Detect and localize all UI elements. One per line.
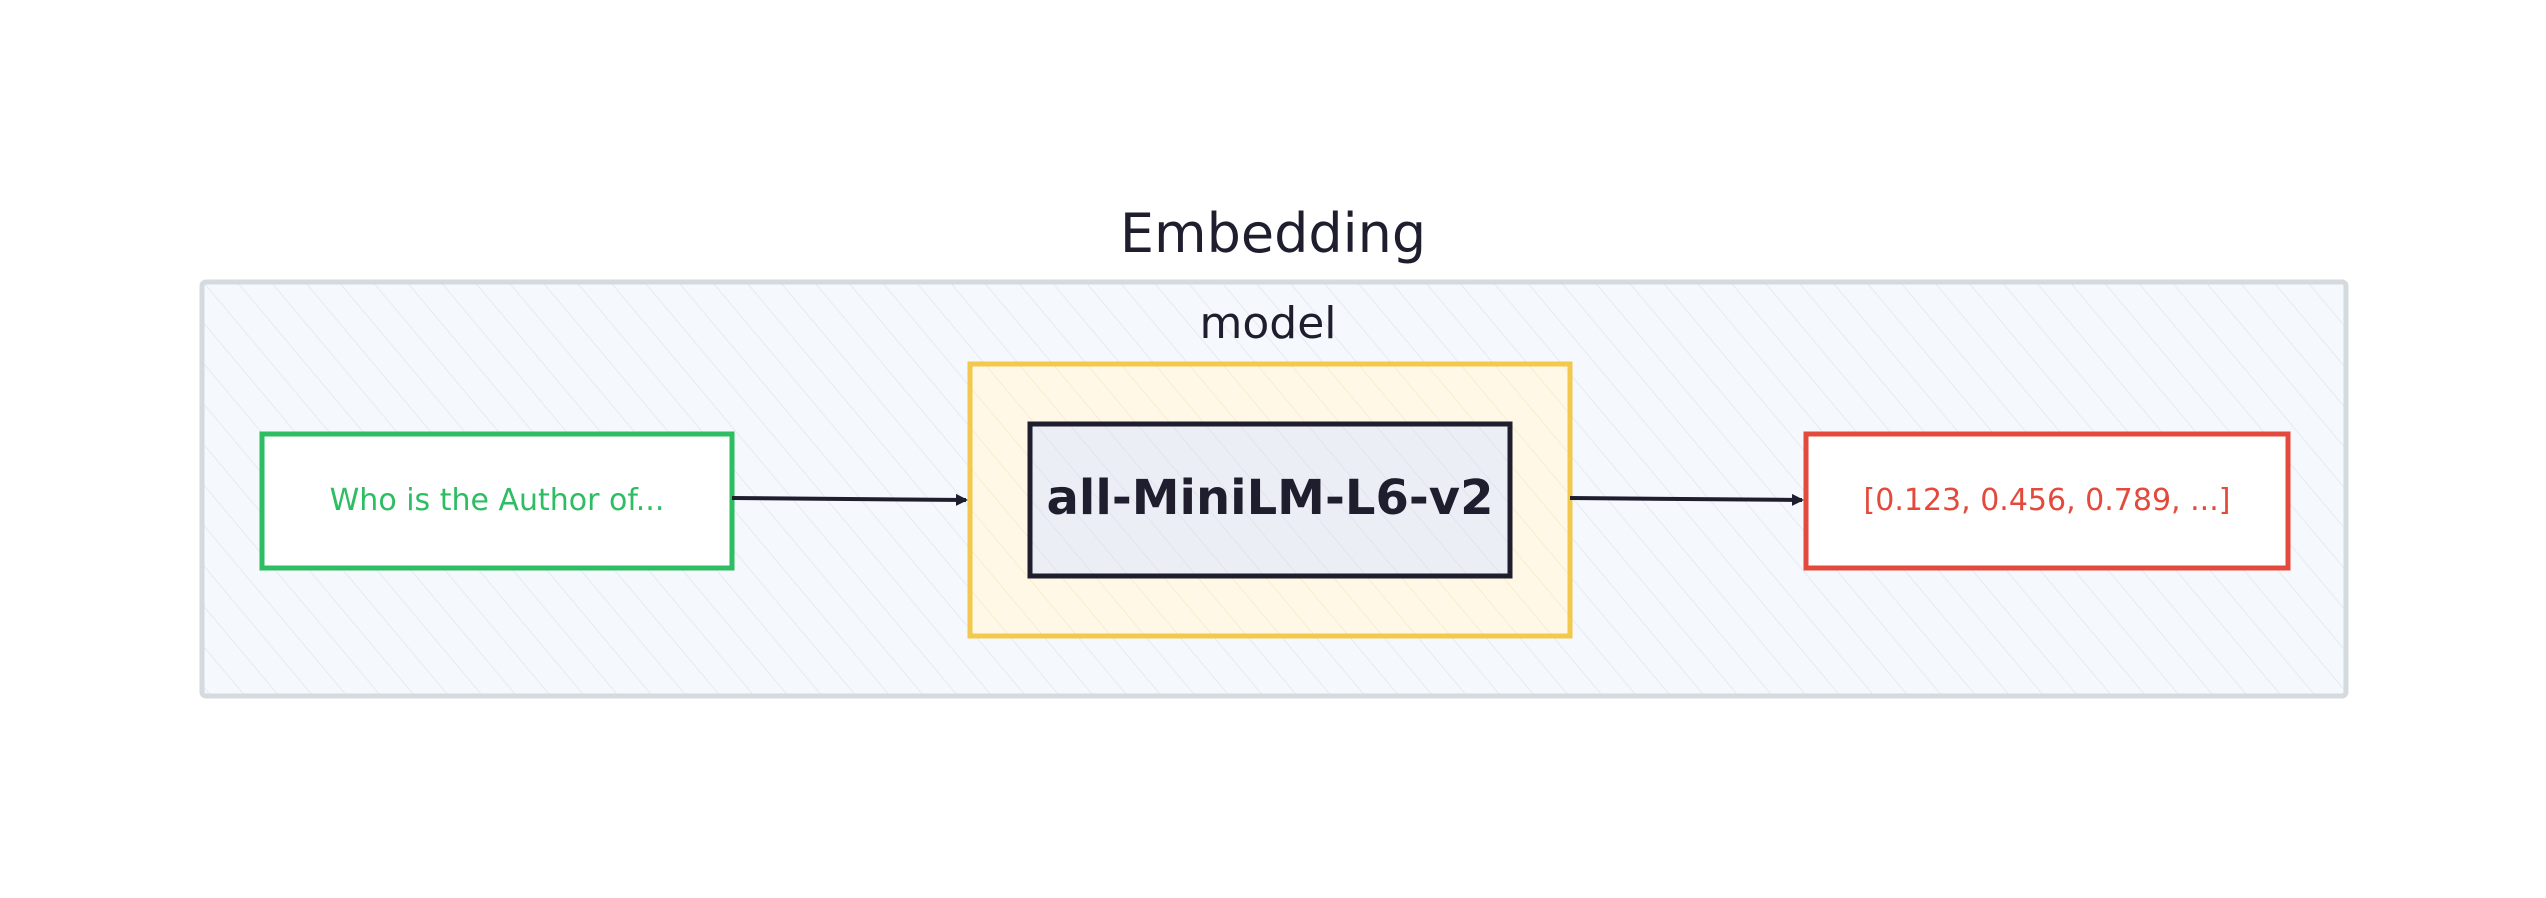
output-box: [0.123, 0.456, 0.789, ...] bbox=[1803, 431, 2291, 571]
output-text: [0.123, 0.456, 0.789, ...] bbox=[1864, 483, 2231, 518]
diagram-title: Embedding bbox=[1120, 202, 1426, 265]
input-text: Who is the Author of... bbox=[330, 483, 665, 518]
arrow-right-icon bbox=[1569, 493, 1804, 506]
model-group-label: model bbox=[1199, 298, 1336, 349]
model-name: all-MiniLM-L6-v2 bbox=[1047, 470, 1494, 526]
input-box: Who is the Author of... bbox=[259, 431, 735, 571]
model-box: all-MiniLM-L6-v2 bbox=[1027, 421, 1513, 579]
arrow-right-icon bbox=[731, 493, 968, 506]
